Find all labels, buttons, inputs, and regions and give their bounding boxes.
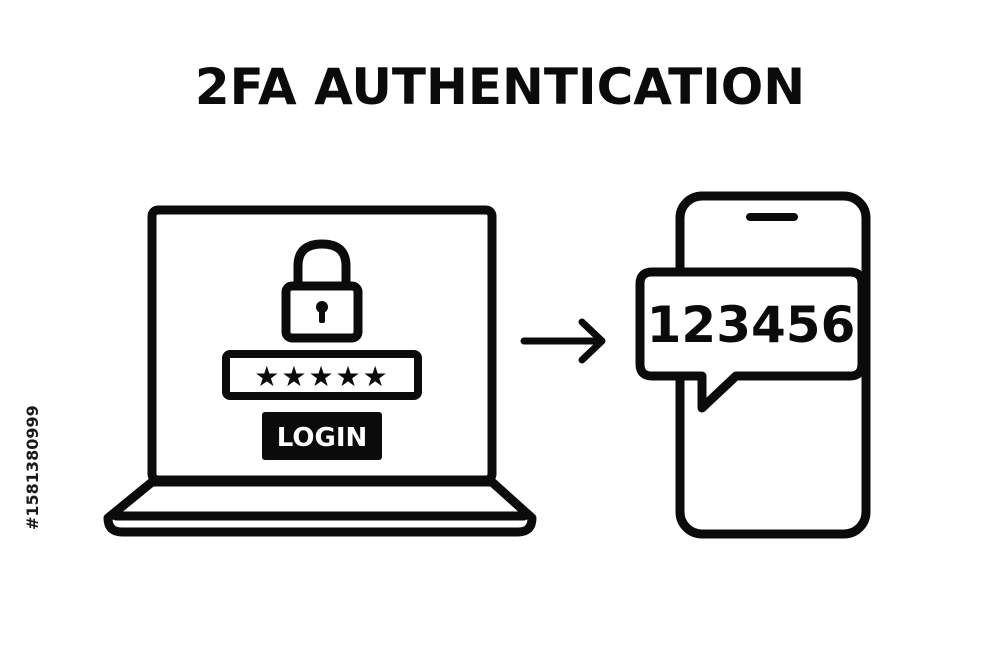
arrow-right-icon [520,318,606,364]
password-mask: ★★★★★ [254,360,390,393]
padlock-icon [281,239,363,343]
password-field[interactable]: ★★★★★ [222,350,422,400]
message-bubble-icon: 123456 [635,267,867,413]
login-button-label: LOGIN [277,423,368,453]
laptop-base [103,477,537,537]
image-id-label: #1581380999 [23,405,42,530]
laptop-icon [103,205,537,537]
verification-code: 123456 [647,296,856,354]
login-button[interactable]: LOGIN [262,412,382,460]
page-title: 2FA AUTHENTICATION [194,58,806,116]
